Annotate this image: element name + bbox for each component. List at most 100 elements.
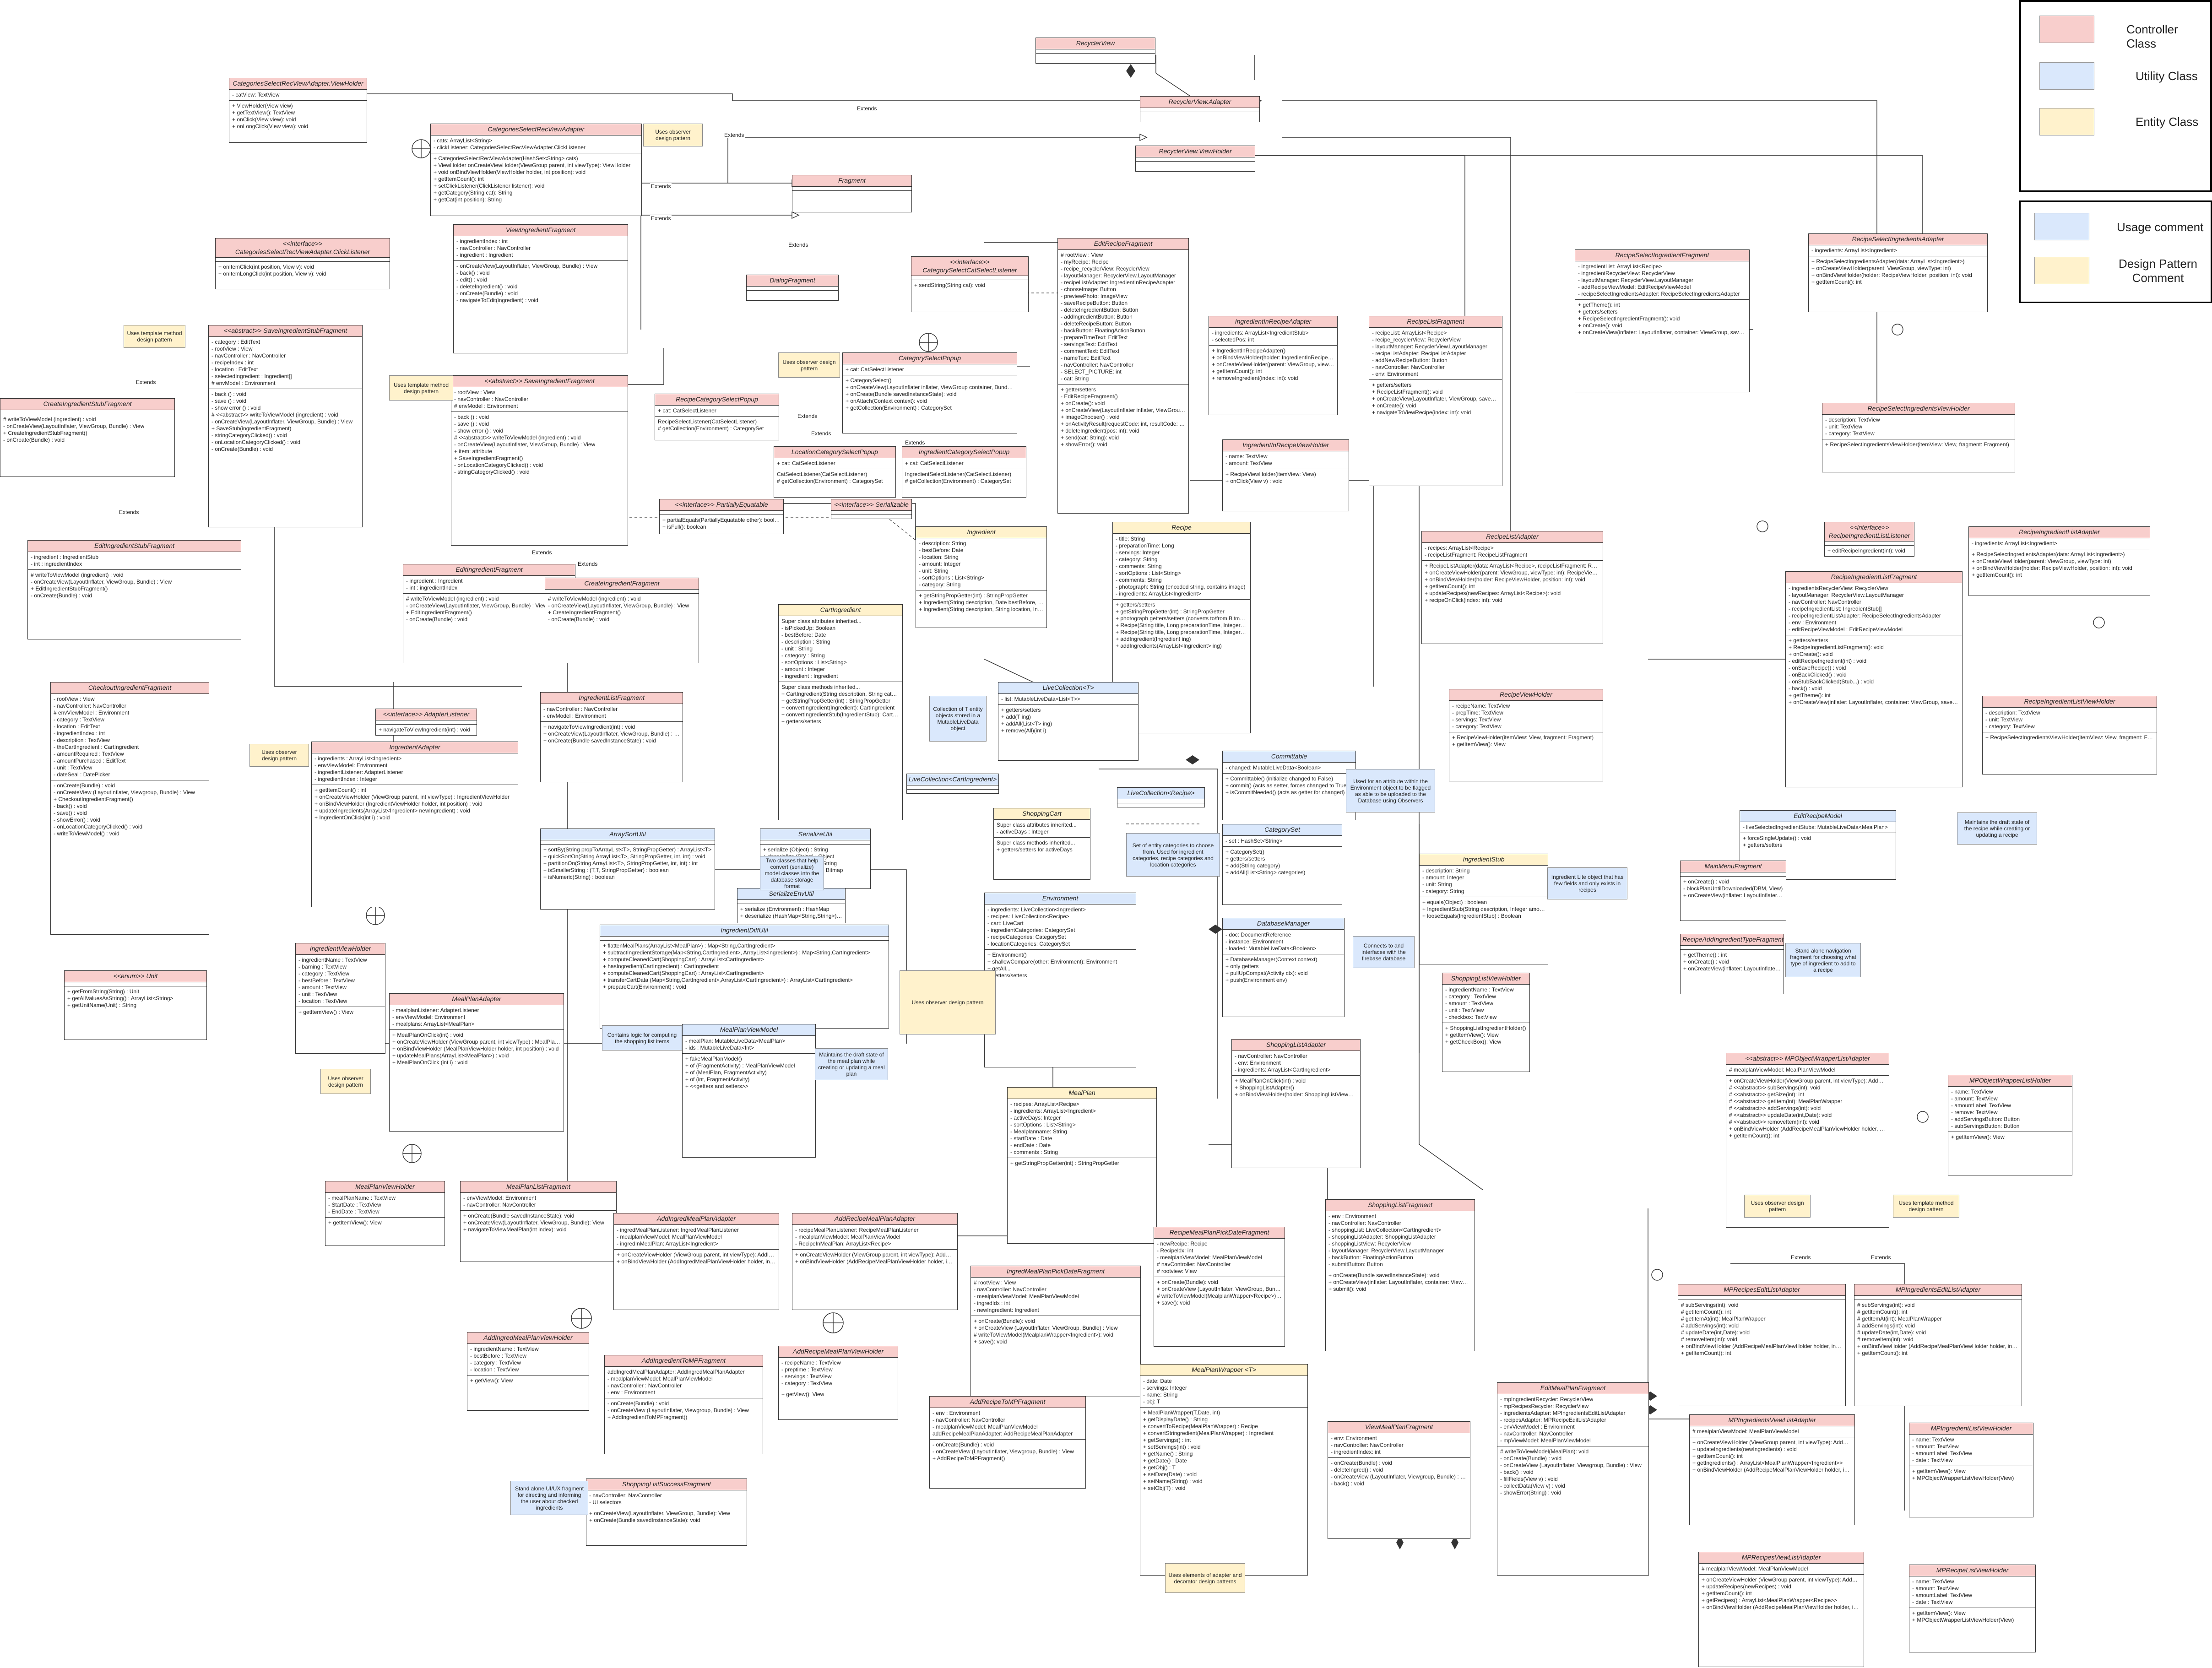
class-recyclerview-adapter: RecyclerView.Adapter (1140, 96, 1260, 122)
attribute: - navController: NavController (974, 1286, 1046, 1293)
class-methods: # writeToViewModel (ingredient) : void- … (0, 414, 174, 445)
class-methods: + ViewHolder(View view)+ getTextView(): … (229, 101, 367, 132)
attribute: - subServingsButton: Button (1951, 1122, 2020, 1129)
class-methods: + editRecipeIngredient(int): void (1825, 546, 1914, 556)
method: - deleteIngredient() : void (456, 283, 518, 290)
method: + RecipeViewHolder(itemView: View, fragm… (1452, 734, 1594, 741)
class-methods: - back () : void- save () : void- show e… (451, 412, 628, 477)
class-attributes: + cat: CatSelectListener (774, 458, 895, 469)
attribute: - ingredientIndex : Integer (314, 775, 377, 782)
class-attributes: - list: MutableLiveData<List<T>> (998, 694, 1138, 705)
class-methods: # writeToViewModel(MealPlan): void- onCr… (1497, 1446, 1648, 1498)
class-methods: + sendString(String cat): void (911, 280, 1028, 291)
method: + only getters (1225, 963, 1259, 969)
class-methods: - onCreate(Bundle) : void- onCreateView … (51, 780, 209, 839)
attribute: - startDate : Date (1010, 1135, 1052, 1142)
attribute: - comments: String (1116, 563, 1162, 569)
method: + add(T ing) (1001, 713, 1031, 720)
attribute: - sortOptions : List<String> (919, 574, 984, 581)
method: - onCreate(Bundle) : void (548, 616, 610, 623)
attribute: - remove: TextView (1951, 1109, 1998, 1116)
attribute: - mpRecipesRecycler: RecyclerView (1500, 1403, 1589, 1409)
class-name: EditRecipeModel (1740, 811, 1896, 822)
class-mealplanviewmodel: MealPlanViewModel- mealPlan: MutableLive… (682, 1024, 816, 1158)
attribute: - navController: NavController (1235, 1052, 1307, 1059)
class-methods: # subServings(int): void# getItemCount()… (1678, 1300, 1845, 1359)
method: # <<abstract>> writeToViewModel (ingredi… (454, 434, 581, 441)
attribute: # envModel : Environment (454, 402, 518, 409)
class-categoryselectcatselectlistener: <<interface>> CategorySelectCatSelectLis… (911, 256, 1029, 312)
method: # <<abstract>> addServings(int): void (1729, 1105, 1821, 1111)
method: + getItemView(): View (1452, 741, 1506, 747)
method: - onCreateView(LayoutInflater, ViewGroup… (454, 441, 596, 448)
method: + looseEquals(IngredientStub) : Boolean (1422, 912, 1521, 919)
method: + CartIngredient(String description, Str… (781, 690, 900, 697)
attribute: - bestBefore: Date (919, 547, 964, 553)
method: + Ingredient(String description, Date be… (919, 599, 1044, 606)
attribute: - int : ingredientIndex (31, 560, 82, 567)
class-name: MealPlanWrapper <T> (1140, 1365, 1307, 1376)
method: + getStringPropGetter(int) : StringPropG… (919, 592, 1028, 599)
method: + updateRecipes(newRecipes) : void (1702, 1583, 1791, 1590)
class-attributes: - description: TextView- unit: TextView-… (1822, 415, 2015, 439)
attribute: - amountRequired : TextView (54, 750, 124, 757)
method: + onClick(View view): void (232, 116, 296, 123)
attribute: - shoppingListAdapter: ShoppingListAdapt… (1328, 1233, 1436, 1240)
attribute: - changed: MutableLiveData<Boolean> (1225, 764, 1321, 771)
class-methods: + equals(Object) : boolean+ IngredientSt… (1420, 897, 1548, 921)
method: + CategorySet() (1225, 848, 1265, 855)
method: # getCollection(Environment) : CategoryS… (777, 477, 883, 484)
class-ingredientcategoryselectpopup: IngredientCategorySelectPopup+ cat: CatS… (902, 446, 1026, 498)
method: # subServings(int): void (1681, 1301, 1739, 1308)
method: + SaveStub(ingredientFragment) (211, 425, 292, 432)
method: + serialize (Environment) : HashMap (740, 905, 830, 912)
method: - onCreate(Bundle) : void (54, 782, 115, 789)
method: - back() : void (1789, 685, 1822, 692)
class-mpingredientseditlistadapter: MPIngredientsEditListAdapter# subServing… (1854, 1284, 2022, 1406)
method: + getItemCount(): int (434, 175, 484, 182)
method: # addServings(int): void (1857, 1322, 1915, 1329)
attribute: - amountLabel: TextView (1912, 1450, 1972, 1457)
attribute: - ids : MutableLiveData<Int> (685, 1044, 754, 1051)
class-name: <<abstract>> MPObjectWrapperListAdapter (1726, 1053, 1889, 1065)
method: + RecipeListFragment(): void (1372, 388, 1443, 395)
attribute: - category : TextView (1445, 993, 1496, 1000)
method: - deleteIngred() : void (1331, 1466, 1383, 1473)
class-attributes: - mealPlanName : TextView- StartDate : T… (325, 1193, 445, 1218)
method: + onCreate(Bundle savedInstanceState): v… (463, 1212, 575, 1219)
attribute: # mealplanViewModel: MealPlanViewModel (1692, 1428, 1799, 1435)
class-methods: + onCreateViewHolder (ViewGroup parent, … (792, 1250, 957, 1267)
attribute: - rootView : View (454, 389, 495, 395)
class-methods: + getItemCount() : int+ onCreateViewHold… (312, 785, 518, 823)
class-attributes: # mealplanViewModel: MealPlanViewModel (1690, 1426, 1854, 1437)
class-attributes (831, 511, 911, 515)
method: + CreateIngredientFragment() (548, 609, 621, 616)
method: + onBindViewHolder (AddRecipeMealPlanVie… (1857, 1343, 2019, 1349)
class-shoppinglistadapter: ShoppingListAdapter- navController: NavC… (1231, 1039, 1361, 1168)
class-attributes: - navController: NavController- env: Env… (1232, 1051, 1360, 1076)
class-attributes (600, 937, 889, 941)
attribute: - list: MutableLiveData<List<T>> (1001, 695, 1080, 702)
method: - editRecipeIngredient(int) : void (1789, 657, 1867, 664)
class-name: EditRecipeFragment (1058, 238, 1188, 250)
class-methods (1036, 54, 1155, 57)
method: + onCreateViewHolder (ViewGroup parent, … (392, 1038, 561, 1045)
method: + ShoppingListAdapter() (1235, 1084, 1294, 1091)
method: # writeToViewModel(MealplanWrapper<Ingre… (974, 1331, 1114, 1338)
class-attributes: + cat: CatSelectListener (902, 458, 1026, 469)
class-attributes: - ingredients: ArrayList<Ingredient> (1809, 245, 1987, 256)
note-blue: Connects to and interfaces with the fire… (1353, 936, 1415, 968)
class-methods: + onCreateViewHolder (ViewGroup parent, … (1699, 1575, 1864, 1613)
class-attributes (1678, 1296, 1845, 1300)
class-methods: + onCreate(Bundle savedInstanceState): v… (1326, 1270, 1475, 1294)
method: + RecipeListAdapter(data: ArrayList<Reci… (1425, 562, 1600, 569)
note-yellow: Uses template method design pattern (389, 375, 453, 401)
method: + isNumeric(String) : boolean (543, 873, 615, 880)
note-blue: Two classes that help convert (serialize… (760, 856, 824, 890)
class-methods: + onCreate(Bundle): void+ onCreateView (… (971, 1316, 1140, 1347)
attribute: - unit: String (919, 567, 949, 574)
class-attributes: - description: String- bestBefore: Date-… (916, 538, 1046, 590)
method: + getItemView(): View (1445, 1031, 1499, 1038)
class-methods: + getters/setters+ RecipeIngredientListF… (1786, 635, 1962, 708)
method: + shallowCompare(other: Environment): En… (987, 958, 1117, 965)
